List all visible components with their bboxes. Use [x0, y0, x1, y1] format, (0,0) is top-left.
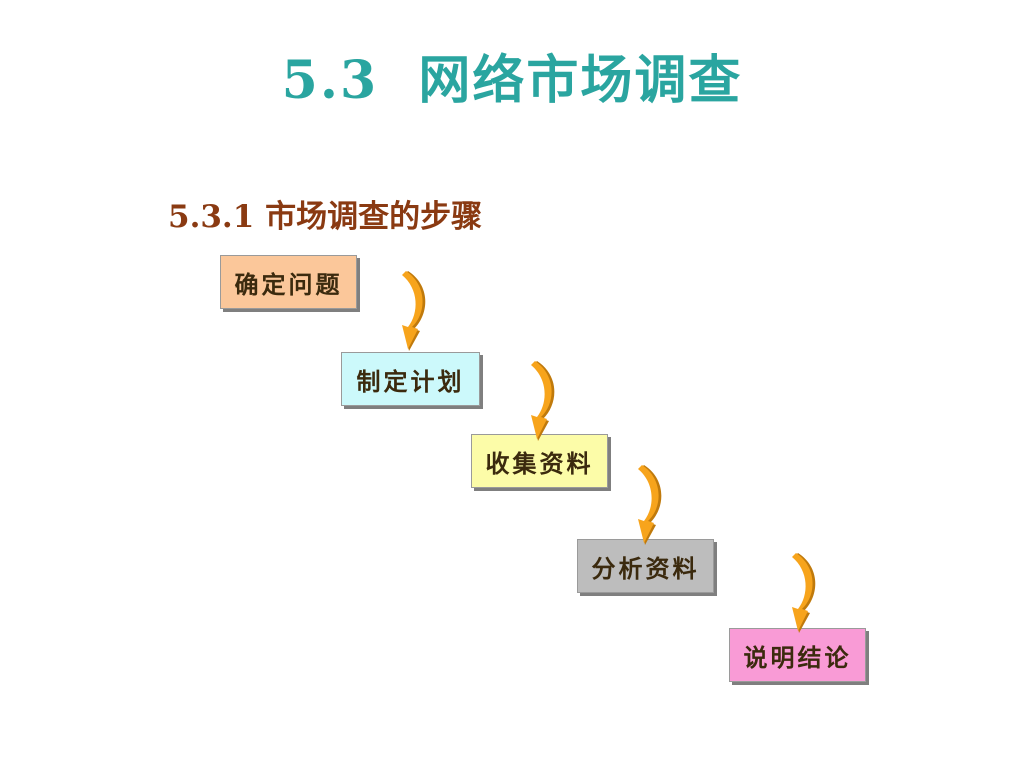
step-collect-data: 收集资料: [471, 434, 608, 488]
step-analyze-data: 分析资料: [577, 539, 714, 593]
slide-title: 5.3 网络市场调查: [281, 50, 743, 111]
step-state-conclusion: 说明结论: [729, 628, 866, 682]
section-subtitle: 5.3.1 市场调查的步骤: [168, 199, 483, 235]
curved-down-arrow-icon: [402, 271, 426, 351]
curved-down-arrow-icon: [531, 361, 555, 441]
curved-down-arrow-icon: [638, 465, 662, 545]
step-define-problem: 确定问题: [220, 255, 357, 309]
curved-down-arrow-icon: [792, 553, 816, 633]
step-make-plan: 制定计划: [341, 352, 480, 406]
